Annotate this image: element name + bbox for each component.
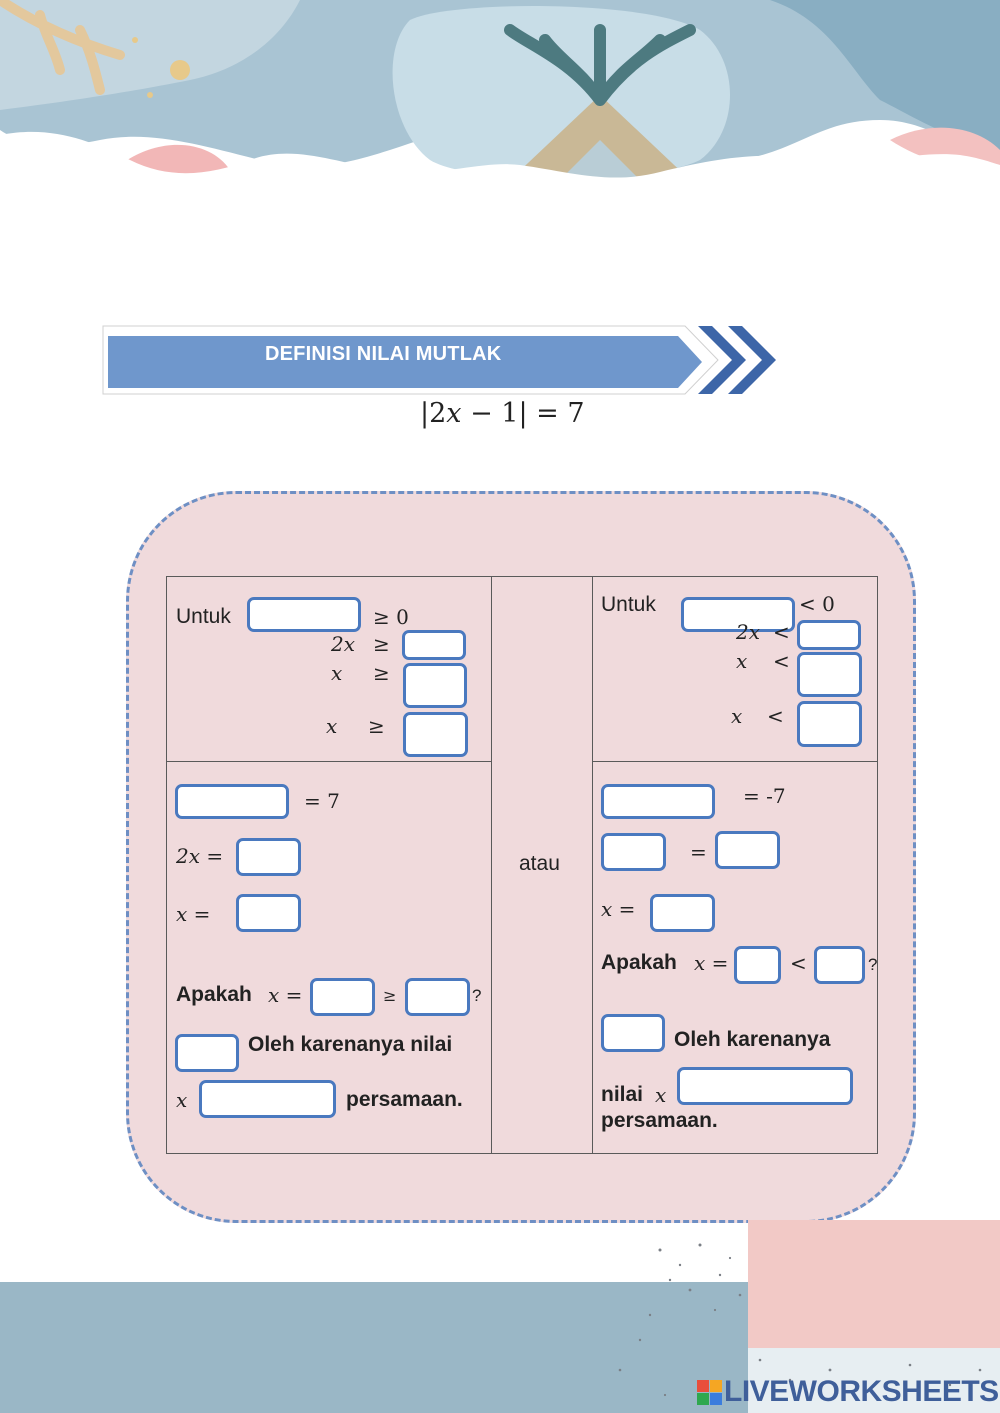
condition-input-left[interactable] (247, 597, 361, 632)
table-divider-left (491, 576, 492, 1154)
table-divider-right (592, 576, 593, 1154)
equals-symbol: = (690, 840, 707, 864)
twox-lhs-input-right[interactable] (601, 833, 666, 871)
untuk-label-right: Untuk (601, 593, 656, 616)
twox-bound-input-left[interactable] (402, 630, 466, 660)
conclusion-label-left: Oleh karenanya nilai (248, 1033, 453, 1056)
x-equals-label: 𝑥 = (176, 902, 211, 926)
question-mark: ? (472, 986, 482, 1005)
x-value-input-right[interactable] (650, 894, 715, 932)
table-border-left (166, 576, 167, 1154)
check-bound-input-left[interactable] (405, 978, 470, 1016)
twox-label-left: 2𝑥 (331, 632, 356, 656)
lt-zero-label: < 0 (799, 592, 835, 616)
decorative-footer-image (0, 1220, 1000, 1413)
ge-symbol: ≥ (383, 986, 397, 1005)
x-label-left: 𝑥 (326, 714, 338, 738)
liveworksheets-badge-icon (697, 1380, 722, 1405)
x-bound-fraction-input-right[interactable] (797, 652, 862, 697)
x-label-right: 𝑥 (736, 649, 748, 673)
title-banner (102, 325, 776, 395)
ge-symbol: ≥ (368, 714, 385, 738)
twox-equals-label: 2𝑥 = (176, 844, 224, 868)
persamaan-label-right: persamaan. (601, 1109, 718, 1132)
apakah-x-equals-right: 𝑥 = (694, 951, 729, 975)
conclusion-label-right: Oleh karenanya (674, 1028, 831, 1051)
table-row-divider-right (592, 761, 878, 762)
check-bound-input-right[interactable] (814, 946, 865, 984)
liveworksheets-logo: LIVEWORKSHEETS (724, 1375, 999, 1408)
apakah-label-right: Apakah (601, 951, 677, 974)
lt-symbol: < (790, 951, 807, 975)
equals-seven-label: = 7 (304, 789, 340, 813)
x-bound-fraction-input-left[interactable] (403, 663, 467, 708)
solution-status-input-right[interactable] (677, 1067, 853, 1105)
equals-minus-seven-label: = -7 (743, 784, 786, 808)
x-label-left: 𝑥 (331, 661, 343, 685)
expression-input-right[interactable] (601, 784, 715, 819)
solution-status-input-left[interactable] (199, 1080, 336, 1118)
ge-zero-label: ≥ 0 (373, 605, 409, 629)
twox-value-input-left[interactable] (236, 838, 301, 876)
answer-yes-no-input-right[interactable] (601, 1014, 665, 1052)
lt-symbol: < (773, 649, 790, 673)
table-border-right (877, 576, 878, 1154)
twox-label-right: 2𝑥 (736, 620, 761, 644)
main-equation: |2𝑥 − 1| = 7 (420, 398, 585, 429)
persamaan-label-left: persamaan. (346, 1088, 463, 1111)
expression-input-left[interactable] (175, 784, 289, 819)
x-var-label-right: 𝑥 (655, 1083, 667, 1107)
check-x-input-right[interactable] (734, 946, 781, 984)
table-row-divider-left (166, 761, 492, 762)
table-border-top (166, 576, 878, 577)
condition-input-right[interactable] (681, 597, 795, 632)
answer-yes-no-input-left[interactable] (175, 1034, 239, 1072)
table-border-bottom (166, 1153, 878, 1154)
lt-symbol: < (773, 620, 790, 644)
question-mark: ? (868, 955, 878, 974)
check-x-input-left[interactable] (310, 978, 375, 1016)
section-title: DEFINISI NILAI MUTLAK (265, 343, 502, 365)
x-bound-result-input-left[interactable] (403, 712, 468, 757)
x-bound-result-input-right[interactable] (797, 701, 862, 747)
x-equals-label: 𝑥 = (601, 897, 636, 921)
decorative-header-image (0, 0, 1000, 190)
x-value-input-left[interactable] (236, 894, 301, 932)
apakah-x-equals-left: 𝑥 = (268, 983, 303, 1007)
ge-symbol: ≥ (373, 632, 390, 656)
twox-value-input-right[interactable] (715, 831, 780, 869)
ge-symbol: ≥ (373, 661, 390, 685)
untuk-label-left: Untuk (176, 605, 231, 628)
atau-separator: atau (519, 852, 560, 875)
lt-symbol: < (767, 704, 784, 728)
x-label-right: 𝑥 (731, 704, 743, 728)
nilai-label-right: nilai (601, 1083, 644, 1106)
twox-bound-input-right[interactable] (797, 620, 861, 650)
x-var-label-left: 𝑥 (176, 1088, 188, 1112)
apakah-label-left: Apakah (176, 983, 252, 1006)
